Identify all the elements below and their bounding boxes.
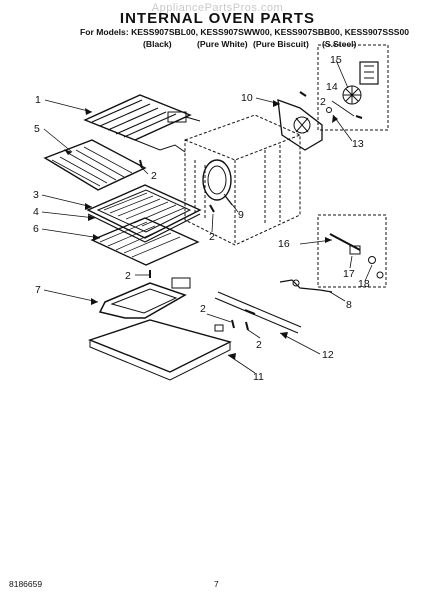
wire-harness (279, 279, 333, 293)
callout-3: 3 (33, 189, 39, 201)
broiler-pan (86, 184, 202, 243)
oven-bottom-panel (87, 319, 232, 381)
color-black: (Black) (143, 39, 172, 49)
callout-2-tube: 2 (200, 303, 206, 315)
callout-18: 18 (358, 278, 370, 290)
callout-17: 17 (343, 268, 355, 280)
callout-2-bake: 2 (125, 270, 131, 282)
callout-10: 10 (241, 92, 253, 104)
callout-7: 7 (35, 284, 41, 296)
convection-element (202, 159, 233, 206)
broiler-insert (90, 217, 200, 266)
callout-15: 15 (330, 54, 342, 66)
callout-4: 4 (33, 206, 39, 218)
callout-2-grid: 2 (151, 170, 157, 182)
arrowheads (64, 100, 338, 360)
callout-2-motor: 2 (320, 96, 326, 108)
watermark-text: AppliancePartsPros.com (151, 2, 284, 14)
broil-element (83, 94, 201, 153)
fan-motor (326, 61, 379, 113)
vent-tube (214, 291, 302, 334)
callout-9: 9 (238, 209, 244, 221)
callout-16: 16 (278, 238, 290, 250)
callout-1: 1 (35, 94, 41, 106)
callout-5: 5 (34, 123, 40, 135)
bake-element (98, 277, 191, 319)
color-stainless-steel: (S.Steel) (322, 39, 357, 49)
fan-cover (277, 99, 323, 151)
callout-11: 11 (253, 371, 264, 383)
color-pure-white: (Pure White) (197, 39, 248, 49)
temperature-sensor (329, 233, 384, 279)
callout-8: 8 (346, 299, 352, 311)
callout-14: 14 (326, 81, 338, 93)
fan-motor-group (317, 44, 389, 131)
page-number: 7 (214, 579, 219, 589)
color-pure-biscuit: (Pure Biscuit) (253, 39, 309, 49)
callout-6: 6 (33, 223, 39, 235)
callout-2-panel: 2 (256, 339, 262, 351)
callout-13: 13 (352, 138, 364, 150)
model-numbers: For Models: KESS907SBL00, KESS907SWW00, … (80, 27, 410, 37)
callout-2-cavity: 2 (209, 231, 215, 243)
diagram-title: INTERNAL OVEN PARTS (119, 10, 316, 27)
broiler-grid (43, 139, 147, 191)
screw-markers (139, 91, 363, 331)
document-number: 8186659 (9, 579, 43, 589)
callout-12: 12 (322, 349, 334, 361)
oven-cavity (184, 114, 301, 246)
callout-numbers: 1 5 3 4 6 7 2 2 2 9 10 13 2 14 15 16 17 … (33, 54, 370, 383)
